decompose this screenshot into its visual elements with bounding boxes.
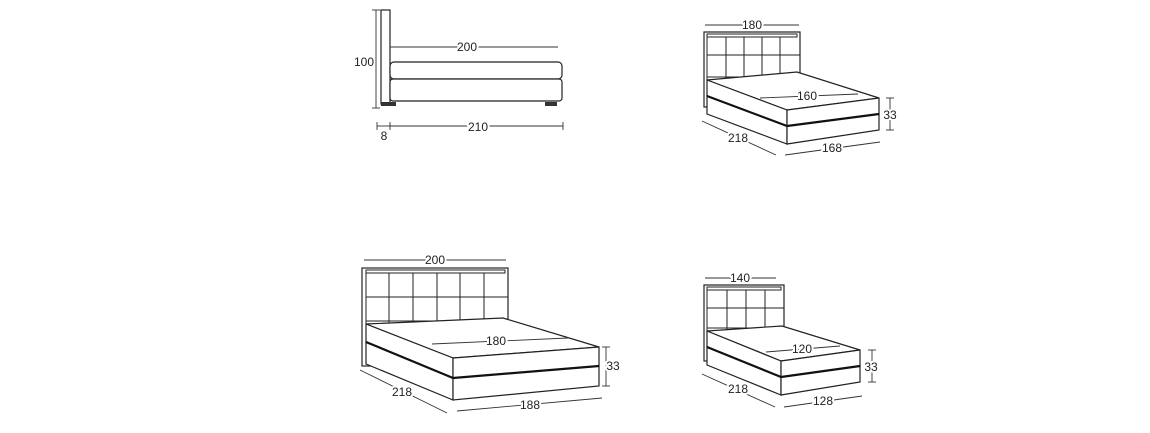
bed-160-depth-label: 218	[728, 131, 748, 145]
bed-160-mattress-dim-line	[759, 93, 859, 99]
side-headboard	[380, 9, 391, 105]
bed-120-width-dim-line	[783, 395, 863, 408]
bed-120-depth-dim-line	[701, 373, 776, 408]
bed-180-view: 200 180 33 218 188	[359, 251, 622, 414]
bed-180-mattress-width-label: 180	[486, 334, 506, 348]
side-total-length-label: 210	[468, 120, 488, 134]
bed-160-headboard-width-label: 180	[742, 18, 762, 32]
bed-180-mattress-dim-line	[431, 337, 569, 345]
bed-120-depth-label: 218	[728, 382, 748, 396]
bed-180-depth-label: 218	[392, 385, 412, 399]
bed-120-view: 140 120 33 218 128	[701, 269, 880, 410]
bed-180-headboard-width-label: 200	[425, 253, 445, 267]
bed-120-headboard-width-label: 140	[730, 271, 750, 285]
bed-180-width-label: 188	[520, 398, 540, 412]
side-foot-head	[381, 102, 396, 106]
bed-120-mattress-width-label: 120	[792, 342, 812, 356]
side-foot-end	[545, 102, 557, 106]
bed-160-width-dim-line	[784, 141, 881, 156]
side-base	[389, 78, 563, 102]
side-view: 100 200 210 8	[352, 9, 564, 143]
bed-180-height-label: 33	[606, 359, 620, 373]
bed-180-width-dim-line	[456, 397, 603, 412]
bed-160-height-label: 33	[883, 108, 897, 122]
bed-180-depth-dim-line	[359, 369, 448, 414]
bed-120-height-label: 33	[864, 360, 878, 374]
side-mattress	[389, 61, 563, 80]
bed-120-width-label: 128	[813, 394, 833, 408]
bed-160-mattress-width-label: 160	[797, 89, 817, 103]
side-headboard-depth-label: 8	[381, 129, 388, 143]
side-length-label: 200	[457, 40, 477, 54]
bed-160-view: 180 160 33 218 168	[701, 16, 899, 157]
side-height-label: 100	[354, 55, 374, 69]
bed-160-depth-dim-line	[701, 120, 777, 156]
bed-160-width-label: 168	[822, 141, 842, 155]
bed-120-mattress-dim-line	[765, 345, 841, 353]
